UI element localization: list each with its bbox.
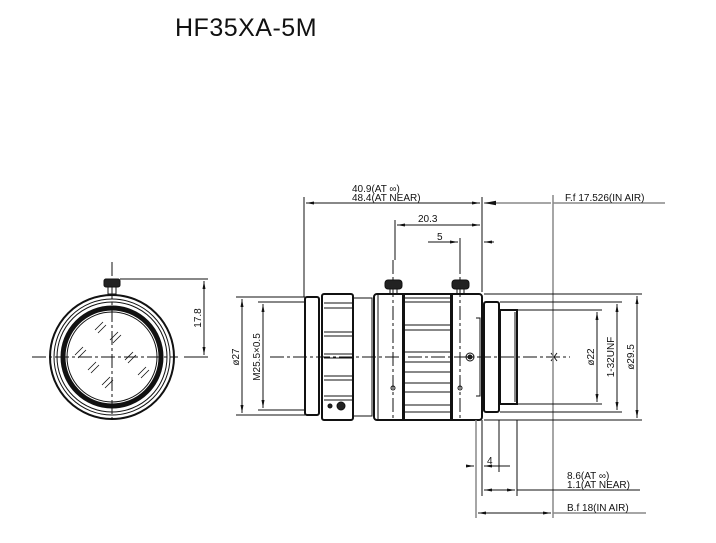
dim-mount-length: 4 <box>487 456 493 467</box>
glass-hatch-icon <box>74 321 150 389</box>
dim-flange-focal: F.f 17.526(IN AIR) <box>565 193 644 204</box>
dim-knob-height: 17.8 <box>193 308 204 328</box>
drawing-title: HF35XA-5M <box>175 14 318 42</box>
dim-back-inf: 8.6(AT ∞) <box>567 471 609 482</box>
dim-knob-spacing: 20.3 <box>418 214 438 225</box>
dim-front-dia: ø27 <box>231 348 242 366</box>
knob-icon <box>103 278 121 288</box>
knob-icon <box>451 279 470 290</box>
dimension-lines <box>236 195 665 518</box>
dim-rear-dia: ø22 <box>586 348 597 366</box>
dim-back-near: 1.1(AT NEAR) <box>567 480 630 491</box>
dim-overall-inf: 40.9(AT ∞) <box>352 184 400 195</box>
dim-filter-thread: M25.5×0.5 <box>252 333 263 381</box>
dim-back-focal: B.f 18(IN AIR) <box>567 503 629 514</box>
front-view: 17.8 <box>32 262 208 422</box>
knob-icon <box>384 279 403 290</box>
dim-overall-near: 48.4(AT NEAR) <box>352 193 421 204</box>
side-view <box>270 260 570 421</box>
dim-knob-offset: 5 <box>437 232 443 243</box>
dim-mount-thread: 1-32UNF <box>606 337 617 378</box>
dim-body-dia: ø29.5 <box>626 344 637 370</box>
